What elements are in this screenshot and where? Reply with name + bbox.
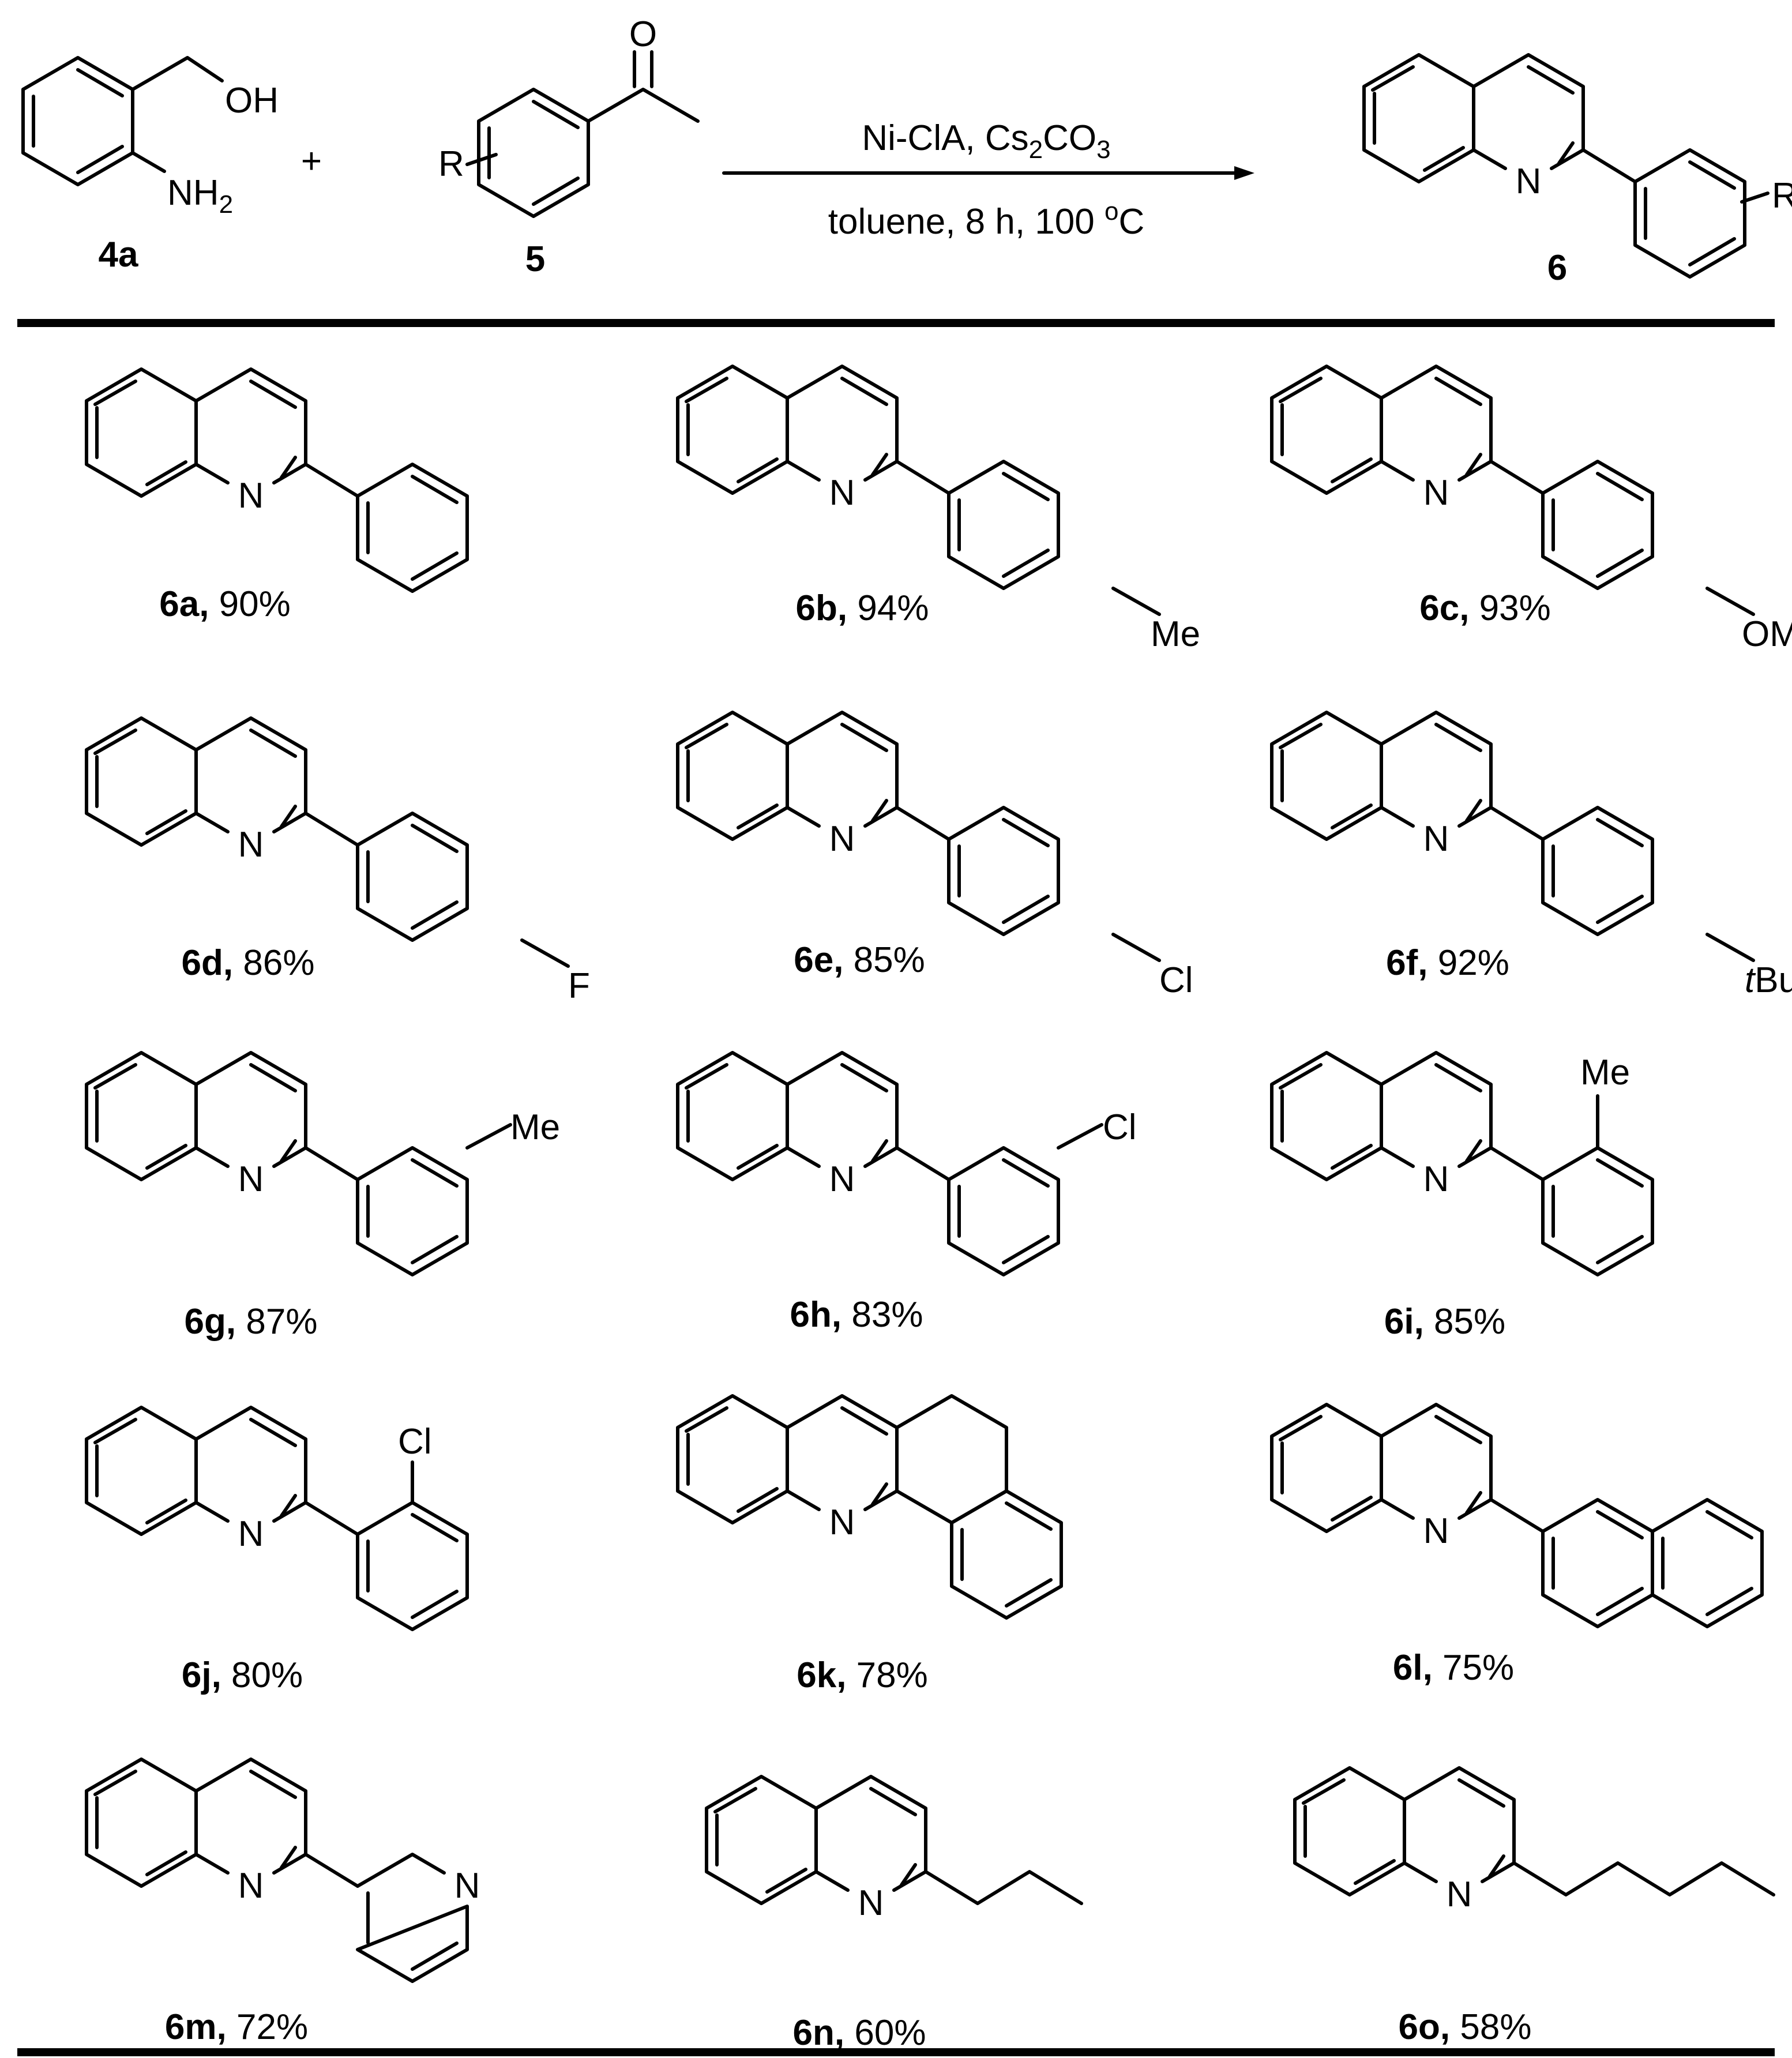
conditions-label: toluene, 8 h, 100 oC	[828, 197, 1144, 242]
compound-6f: N tBu	[1272, 712, 1792, 1000]
compound-6c: N OMe	[1272, 366, 1792, 654]
r-group-label: R	[438, 144, 464, 184]
substituent-label: Cl	[1159, 960, 1193, 1000]
reagents-label: Ni-ClA, Cs2CO3	[862, 118, 1110, 164]
hydroxyl-label: OH	[225, 81, 279, 121]
compound-6m: N N	[87, 1759, 480, 1983]
caption-6e: 6e, 85%	[794, 940, 925, 980]
compound-6b: N Me	[678, 366, 1200, 654]
svg-text:N: N	[1423, 473, 1449, 513]
compound-6j: N Cl	[87, 1407, 467, 1629]
carbonyl-o-label: O	[629, 14, 657, 54]
svg-text:N: N	[829, 473, 855, 513]
svg-text:N: N	[1447, 1875, 1472, 1914]
svg-text:N: N	[858, 1883, 884, 1923]
compound-6a: N	[87, 369, 467, 591]
substituent-label: Cl	[398, 1422, 432, 1462]
compound-6i: N Me	[1272, 1053, 1652, 1275]
svg-text:N: N	[238, 825, 264, 865]
r-group-label: R	[1772, 176, 1792, 216]
caption-6b: 6b, 94%	[796, 588, 929, 628]
pyridine-n-label: N	[454, 1866, 480, 1906]
svg-text:N: N	[829, 819, 855, 859]
compound-6o: N	[1295, 1768, 1775, 1914]
caption-6c: 6c, 93%	[1419, 588, 1551, 628]
caption-6h: 6h, 83%	[790, 1295, 923, 1335]
caption-6l: 6l, 75%	[1393, 1648, 1514, 1688]
compound-6n: N	[707, 1777, 1083, 1923]
svg-text:N: N	[238, 1159, 264, 1199]
compound-6g: N Me	[87, 1053, 560, 1275]
product-6: N R 6	[1364, 55, 1792, 288]
compound-id-4a: 4a	[99, 235, 138, 275]
svg-text:N: N	[829, 1159, 855, 1199]
caption-6j: 6j, 80%	[182, 1655, 303, 1695]
svg-text:N: N	[1423, 1159, 1449, 1199]
caption-6a: 6a, 90%	[159, 584, 291, 624]
plus-sign: +	[301, 141, 322, 181]
caption-6o: 6o, 58%	[1399, 2007, 1532, 2047]
compound-id-5: 5	[525, 239, 545, 279]
substituent-label: tBu	[1745, 960, 1792, 1000]
svg-text:N: N	[238, 1866, 264, 1906]
substituent-label: F	[568, 966, 590, 1006]
substituent-label: OMe	[1742, 614, 1792, 654]
svg-text:N: N	[238, 476, 264, 516]
svg-text:N: N	[238, 1514, 264, 1554]
reactant-5: O R 5	[438, 14, 700, 279]
compound-6l: N	[1272, 1404, 1762, 1627]
caption-6k: 6k, 78%	[797, 1655, 928, 1695]
compound-6e: N Cl	[678, 712, 1193, 1000]
compound-id-6: 6	[1547, 248, 1567, 288]
svg-text:N: N	[1423, 819, 1449, 859]
caption-6f: 6f, 92%	[1386, 943, 1509, 983]
substituent-label: Me	[1580, 1053, 1630, 1092]
caption-6g: 6g, 87%	[185, 1302, 318, 1342]
reaction-arrow: Ni-ClA, Cs2CO3 toluene, 8 h, 100 oC	[722, 118, 1254, 242]
svg-text:N: N	[1423, 1511, 1449, 1551]
substituent-label: Cl	[1103, 1107, 1137, 1147]
compound-6d: N F	[87, 718, 590, 1006]
ring-n-label: N	[1516, 162, 1542, 201]
compound-6h: N Cl	[678, 1053, 1137, 1275]
reactant-4a: OH NH2 4a	[21, 56, 279, 275]
caption-6d: 6d, 86%	[182, 943, 315, 983]
substituent-label: Me	[1151, 614, 1200, 654]
caption-6i: 6i, 85%	[1384, 1302, 1505, 1342]
caption-6n: 6n, 60%	[793, 2013, 926, 2053]
caption-6m: 6m, 72%	[165, 2007, 308, 2047]
substituent-label: Me	[510, 1107, 560, 1147]
svg-text:N: N	[829, 1503, 855, 1542]
amine-label: NH2	[167, 173, 233, 219]
compound-6k: N	[678, 1394, 1061, 1618]
